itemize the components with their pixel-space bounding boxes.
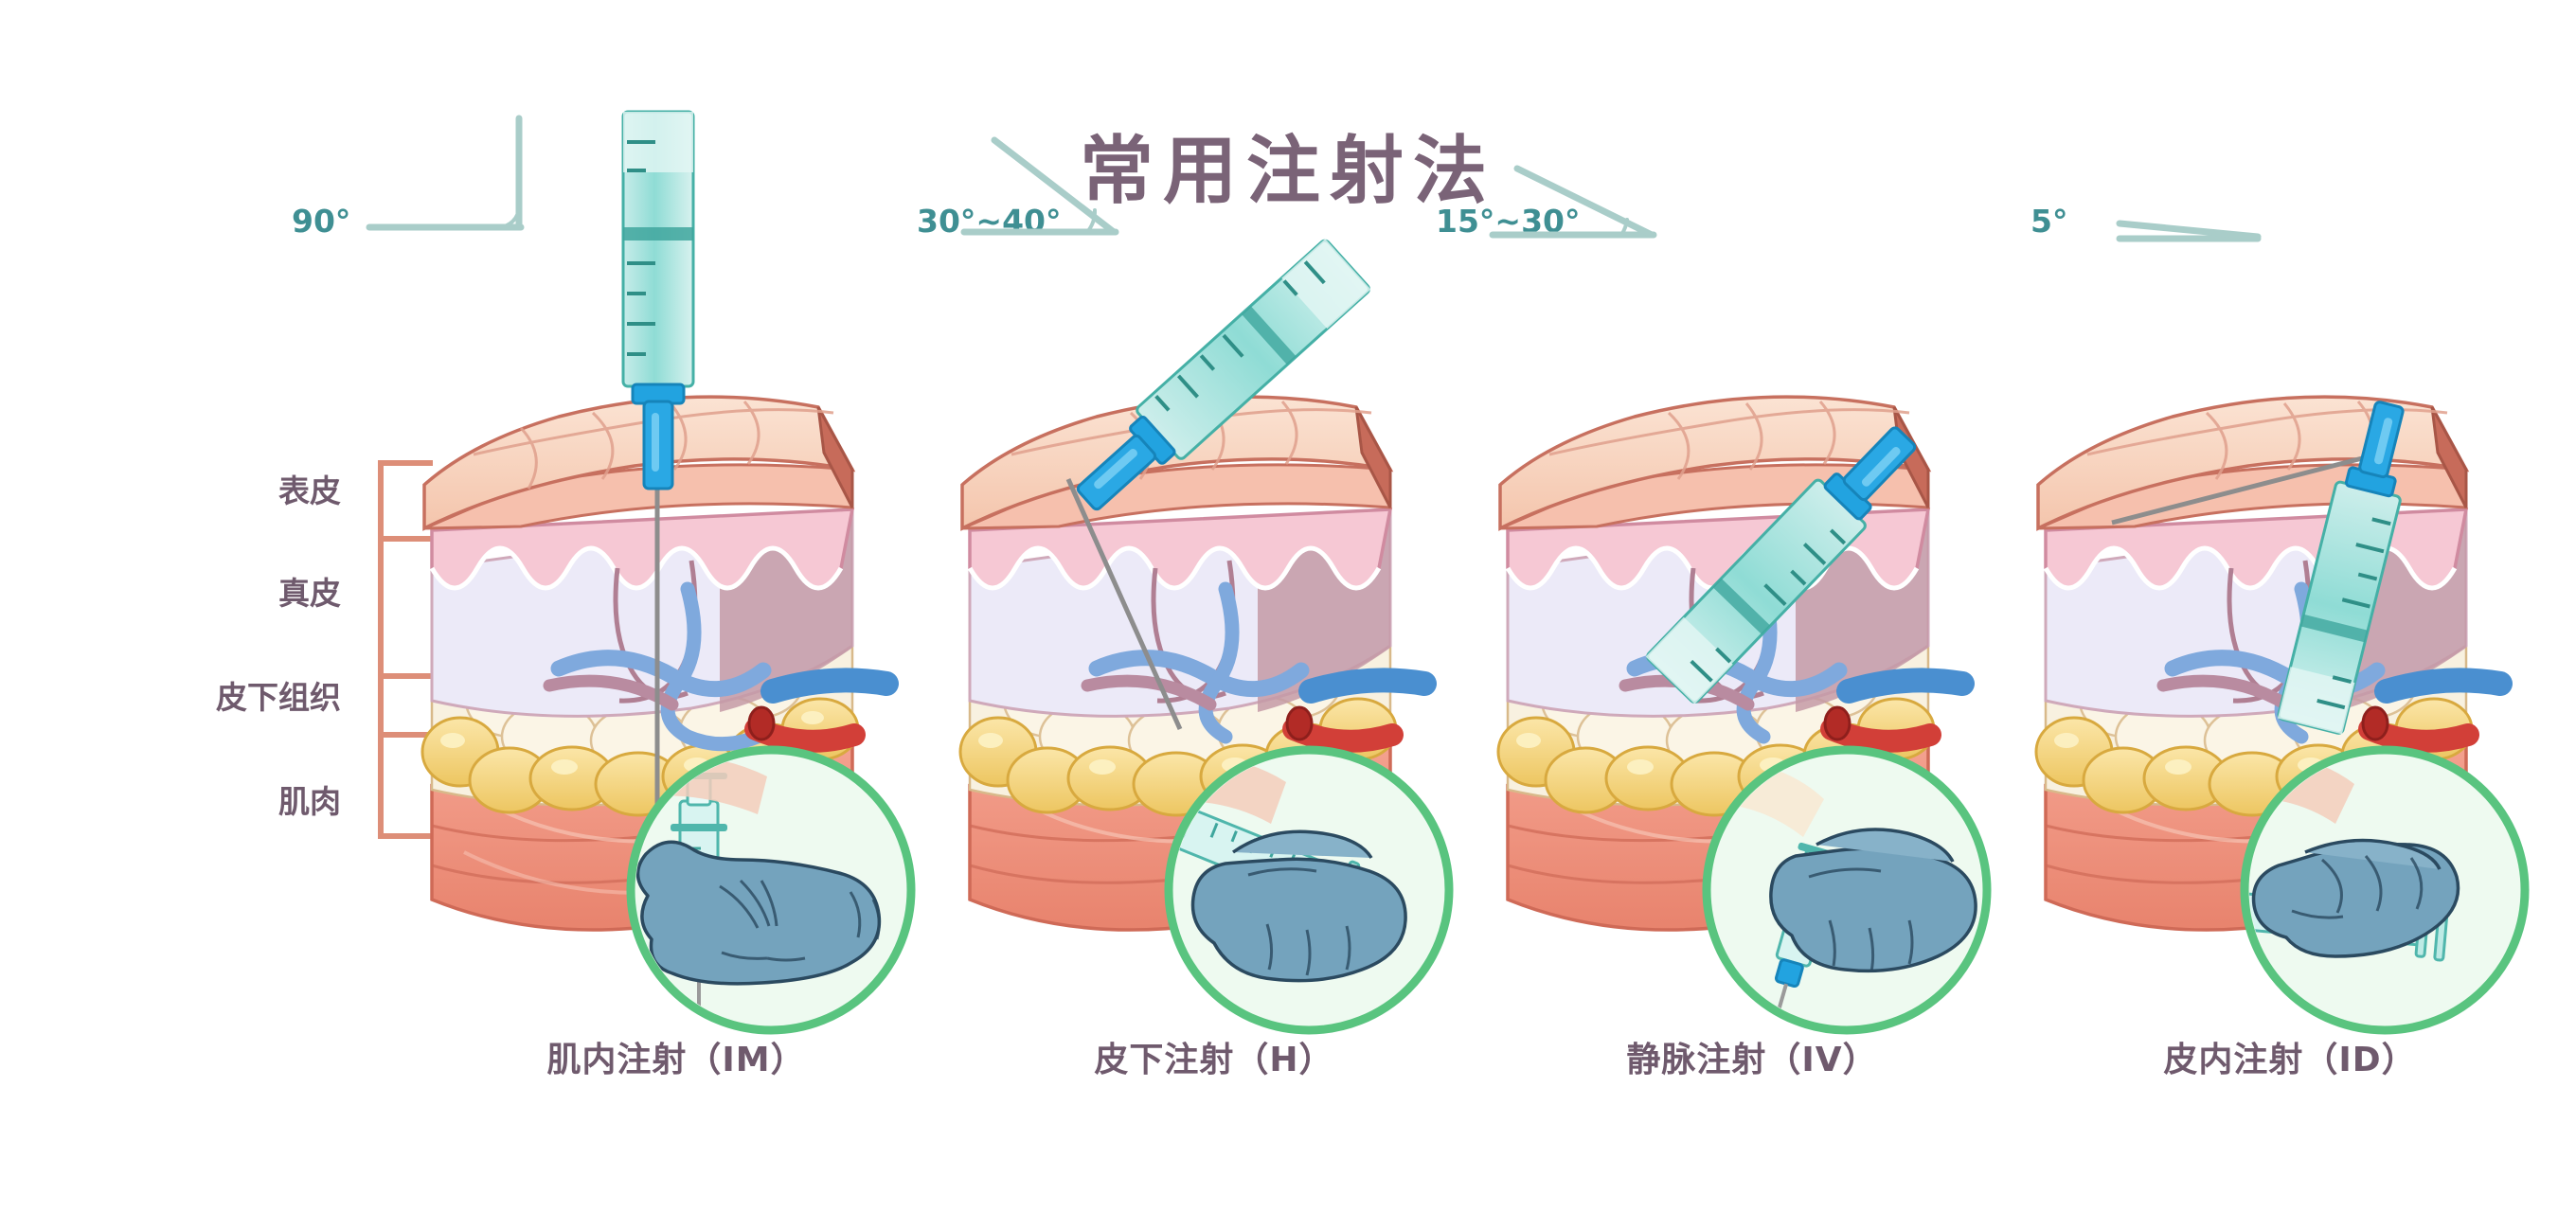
syringe-subcutaneous xyxy=(1076,239,1371,511)
angle-label-intradermal: 5° xyxy=(2030,203,2068,240)
layer-label-dermis: 真皮 xyxy=(278,575,341,612)
needle-track xyxy=(1065,477,1183,731)
layer-bracket xyxy=(378,460,433,839)
panel-subcutaneous[interactable]: 30°~40° xyxy=(917,136,1483,1136)
angle-indicator-90 xyxy=(366,115,525,231)
blood-vessels xyxy=(1081,581,1437,753)
inset-intradermal[interactable] xyxy=(2171,745,2530,1035)
syringe-intravenous xyxy=(1645,426,1917,704)
inset-gloved-hand xyxy=(1769,828,1977,973)
needle-track xyxy=(2111,454,2370,526)
skin-block-intramuscular xyxy=(366,110,916,1035)
inset-gloved-hand xyxy=(635,840,882,986)
skin-block-intravenous xyxy=(1489,165,1992,1044)
blood-vessels xyxy=(543,581,899,753)
layer-label-epidermis: 表皮 xyxy=(278,472,341,509)
skin-block-subcutaneous xyxy=(958,136,1454,1035)
caption-intravenous: 静脉注射（IV） xyxy=(1626,1041,1878,1079)
caption-intradermal: 皮内注射（ID） xyxy=(2163,1041,2417,1079)
layer-label-muscle: 肌肉 xyxy=(278,783,341,820)
angle-indicator-30-40 xyxy=(960,136,1119,236)
inset-subcutaneous[interactable] xyxy=(1102,745,1454,1035)
skin-block-intradermal xyxy=(2034,220,2530,1035)
inset-intramuscular[interactable] xyxy=(626,745,916,1035)
page-title: 常用注射法 xyxy=(1079,129,1496,214)
layer-label-subcutaneous-tissue: 皮下组织 xyxy=(216,679,341,716)
syringe-intramuscular xyxy=(621,110,695,490)
caption-subcutaneous: 皮下注射（H） xyxy=(1094,1041,1334,1079)
panel-intramuscular[interactable]: 90° xyxy=(292,110,945,1136)
inset-gloved-hand xyxy=(1190,829,1407,983)
angle-label-intramuscular: 90° xyxy=(292,203,351,240)
caption-intramuscular: 肌内注射（IM） xyxy=(546,1041,806,1079)
angle-indicator-5 xyxy=(2116,220,2262,242)
dermis-layer xyxy=(429,508,855,718)
inset-intravenous[interactable] xyxy=(1699,745,1992,1044)
epidermis-layer xyxy=(422,395,856,531)
inset-gloved-hand xyxy=(2251,838,2460,958)
panel-grid: 90° xyxy=(292,110,2559,1136)
panel-intradermal[interactable]: 5° xyxy=(2021,203,2559,1136)
angle-indicator-15-30 xyxy=(1489,165,1657,239)
panel-intravenous[interactable]: 15°~30° xyxy=(1436,165,2021,1136)
syringe-intradermal xyxy=(2277,401,2405,735)
